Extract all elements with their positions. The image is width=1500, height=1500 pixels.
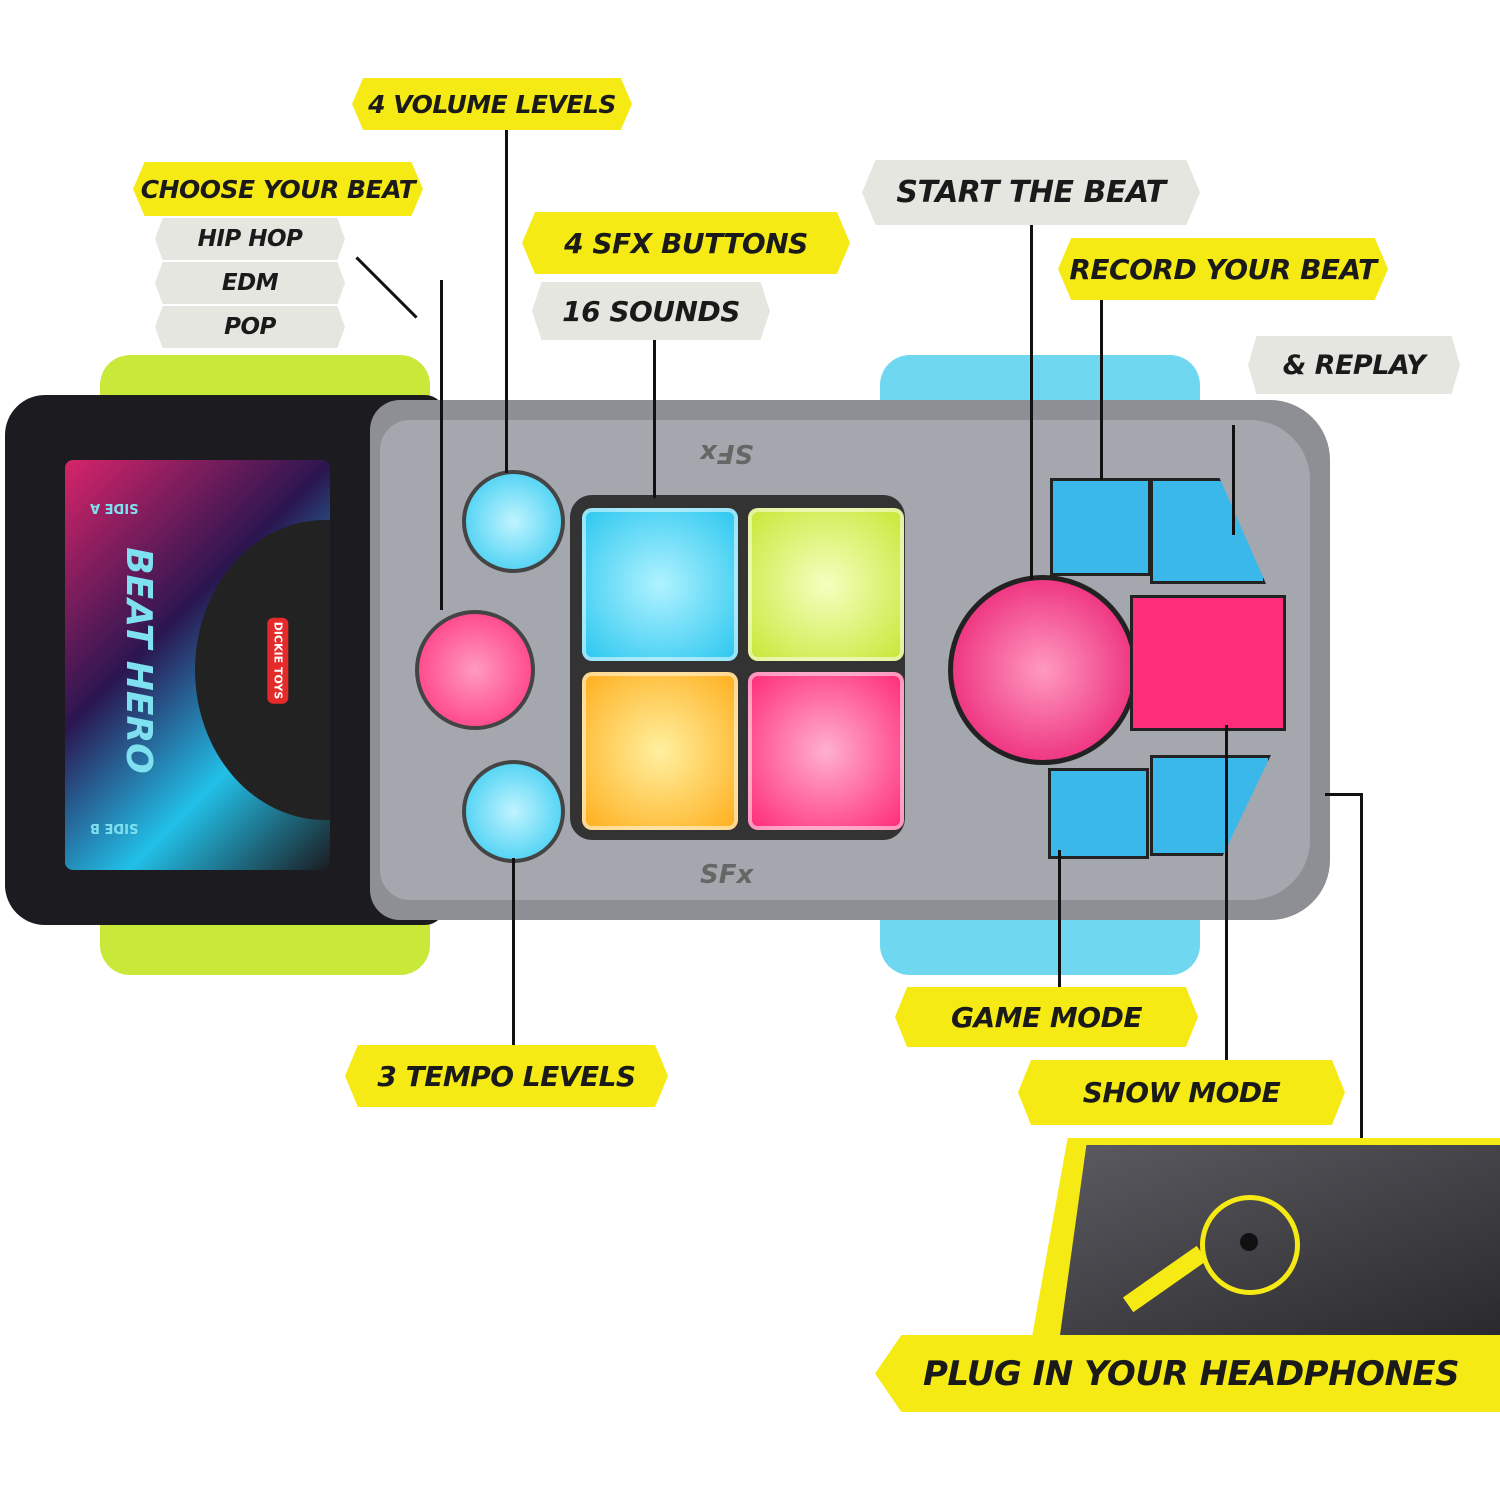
tempo-knob[interactable]: [462, 760, 565, 863]
vinyl-record: [195, 520, 330, 820]
label-edm: EDM: [155, 262, 345, 304]
sfx-pad-orange[interactable]: [582, 672, 738, 830]
leader-tempo: [512, 858, 515, 1048]
label-headphones: PLUG IN YOUR HEADPHONES: [875, 1335, 1500, 1412]
leader-volume: [505, 128, 508, 473]
leader-start: [1030, 225, 1033, 580]
leader-choose-beat: [440, 280, 443, 610]
label-tempo-levels: 3 TEMPO LEVELS: [345, 1045, 668, 1107]
side-a-text: SIDE A: [90, 500, 139, 515]
arrow-icon: [1122, 1245, 1208, 1313]
sfx-pad-cyan[interactable]: [582, 508, 738, 661]
label-start-the-beat: START THE BEAT: [862, 160, 1200, 225]
label-pop: POP: [155, 306, 345, 348]
beat-hero-title: BEAT HERO: [117, 547, 159, 774]
sfx-mark-bottom: SFx: [700, 860, 754, 890]
headphone-jack-photo: [1060, 1145, 1500, 1335]
leader-replay: [1232, 425, 1235, 535]
dickie-logo: DICKIE TOYS: [267, 617, 289, 704]
leader-headphones-h: [1325, 793, 1362, 796]
car-wheel-bottom-left: [100, 915, 430, 975]
sfx-mark-top: SFx: [700, 438, 754, 468]
beat-screen: SIDE A BEAT HERO DICKIE TOYS SIDE B: [65, 460, 330, 870]
show-mode-button[interactable]: [1130, 595, 1286, 731]
jack-highlight-circle: [1200, 1195, 1300, 1295]
label-16-sounds: 16 SOUNDS: [532, 282, 770, 340]
leader-show: [1225, 725, 1228, 1062]
sfx-pad-pink[interactable]: [748, 672, 904, 830]
label-hip-hop: HIP HOP: [155, 218, 345, 260]
record-button[interactable]: [1050, 478, 1151, 576]
label-replay: & REPLAY: [1248, 336, 1460, 394]
side-b-text: SIDE B: [90, 820, 139, 835]
label-choose-your-beat: CHOOSE YOUR BEAT: [133, 162, 423, 216]
headphone-jack: [1240, 1233, 1258, 1251]
leader-choose-beat-diag: [355, 256, 418, 319]
leader-headphones-v: [1360, 793, 1363, 1138]
sfx-pad-lime[interactable]: [748, 508, 904, 661]
label-record-your-beat: RECORD YOUR BEAT: [1058, 238, 1388, 300]
volume-knob[interactable]: [462, 470, 565, 573]
label-volume-levels: 4 VOLUME LEVELS: [352, 78, 632, 130]
start-beat-button[interactable]: [948, 575, 1138, 765]
label-game-mode: GAME MODE: [895, 987, 1198, 1047]
game-mode-button[interactable]: [1048, 768, 1149, 859]
leader-game: [1058, 850, 1061, 990]
label-show-mode: SHOW MODE: [1018, 1060, 1345, 1125]
beat-select-knob[interactable]: [415, 610, 535, 730]
label-sfx-buttons: 4 SFX BUTTONS: [522, 212, 850, 274]
leader-sounds: [653, 340, 656, 498]
leader-record: [1100, 300, 1103, 480]
